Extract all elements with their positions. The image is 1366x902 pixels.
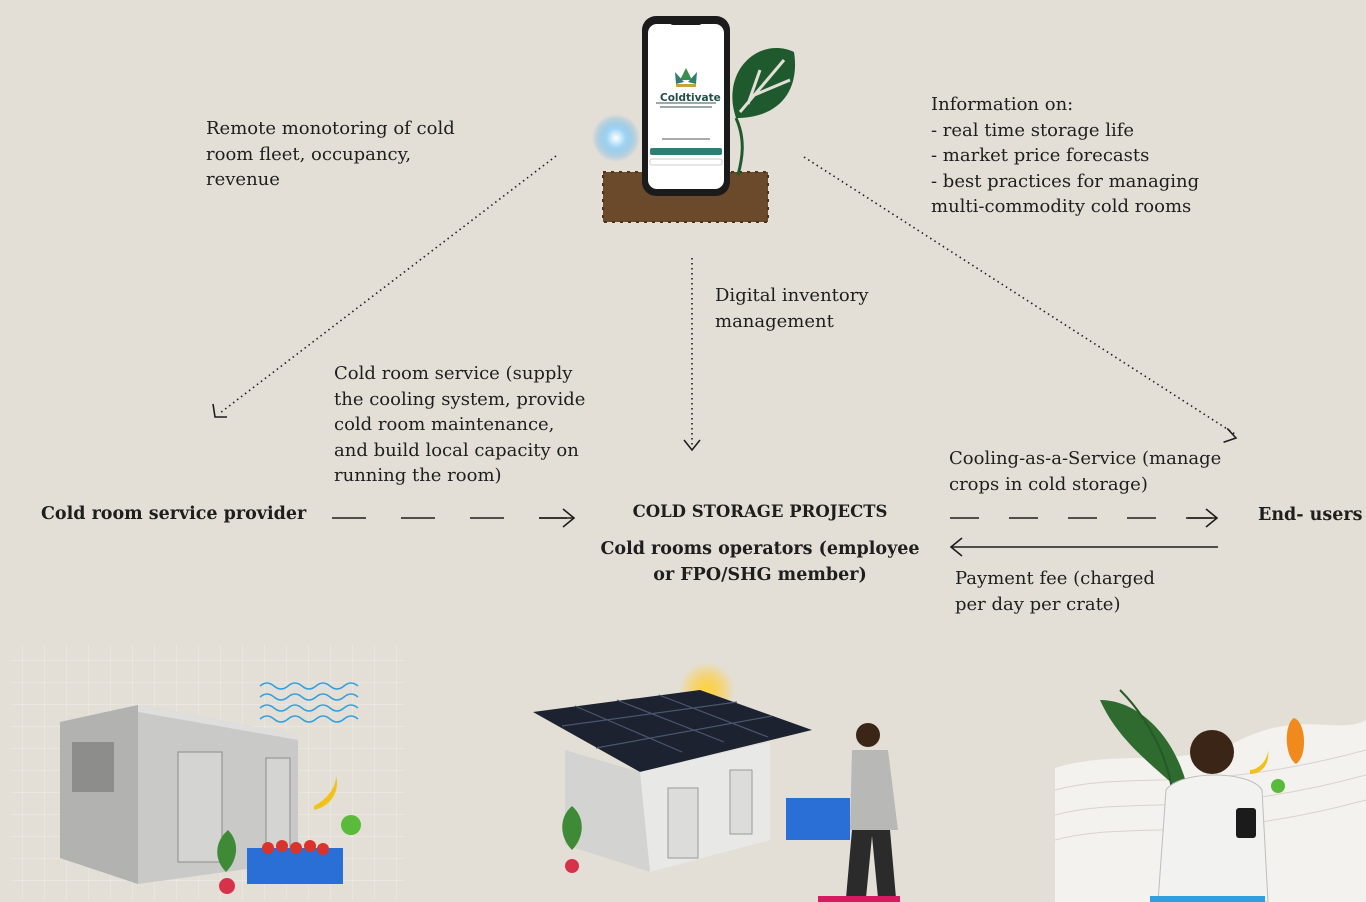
information-item: - best practices for managing multi-comm… (931, 170, 1200, 218)
arrow-payment-fee (949, 537, 1218, 557)
app-name-label: Coldtivate (660, 92, 721, 104)
cooling-waves-icon (259, 682, 359, 723)
arrow-remote-monitoring (212, 155, 557, 418)
node-cold-rooms-operators: Cold rooms operators (employee or FPO/SH… (600, 539, 920, 585)
banana-icon (314, 776, 338, 810)
arrow-information (803, 156, 1238, 443)
cold-room-illustration (10, 645, 405, 900)
node-cold-room-service-provider: Cold room service provider (41, 504, 307, 524)
tomato-icon (262, 840, 329, 855)
phone-illustration (592, 16, 796, 223)
arrows (212, 155, 1238, 557)
monstera-leaf-icon (732, 47, 796, 176)
solar-panel (533, 690, 812, 772)
arrow-digital-inventory (683, 258, 701, 452)
papaya-icon (1286, 718, 1305, 764)
app-login-button (650, 148, 722, 155)
banana-icon (1250, 750, 1269, 774)
crate-icon (247, 848, 343, 884)
blue-burst-icon (592, 114, 640, 162)
remote-monitoring-label: Remote monotoring of cold room fleet, oc… (206, 118, 455, 190)
solar-cold-room-illustration (533, 662, 900, 902)
information-item: - real time storage life (931, 119, 1135, 141)
digital-inventory-label: Digital inventory management (715, 285, 869, 332)
information-item: - market price forecasts (931, 145, 1150, 166)
node-cold-storage-projects-title: COLD STORAGE PROJECTS (632, 502, 888, 521)
radish-icon (217, 830, 237, 894)
radish-icon (562, 806, 582, 873)
coldtivate-logo-icon (675, 68, 697, 87)
apple-icon (1271, 779, 1285, 793)
cold-room-service-label: Cold room service (supply the cooling sy… (334, 363, 586, 486)
phone-icon (1236, 808, 1256, 838)
apple-icon (341, 815, 361, 835)
information-heading: Information on: (931, 94, 1074, 115)
person-head (1190, 730, 1234, 774)
palm-leaf-icon (1100, 689, 1190, 800)
end-user-illustration (1054, 689, 1366, 902)
node-end-users: End- users (1258, 505, 1363, 525)
crate-icon (786, 798, 850, 840)
worker-figure (786, 723, 900, 902)
payment-fee-label: Payment fee (charged per day per crate) (955, 568, 1155, 615)
cooling-as-a-service-label: Cooling-as-a-Service (manage crops in co… (949, 448, 1222, 495)
information-block: Information on: - real time storage life… (931, 92, 1291, 220)
arrow-projects-to-end-users (950, 508, 1219, 528)
arrow-provider-to-projects (332, 508, 576, 528)
